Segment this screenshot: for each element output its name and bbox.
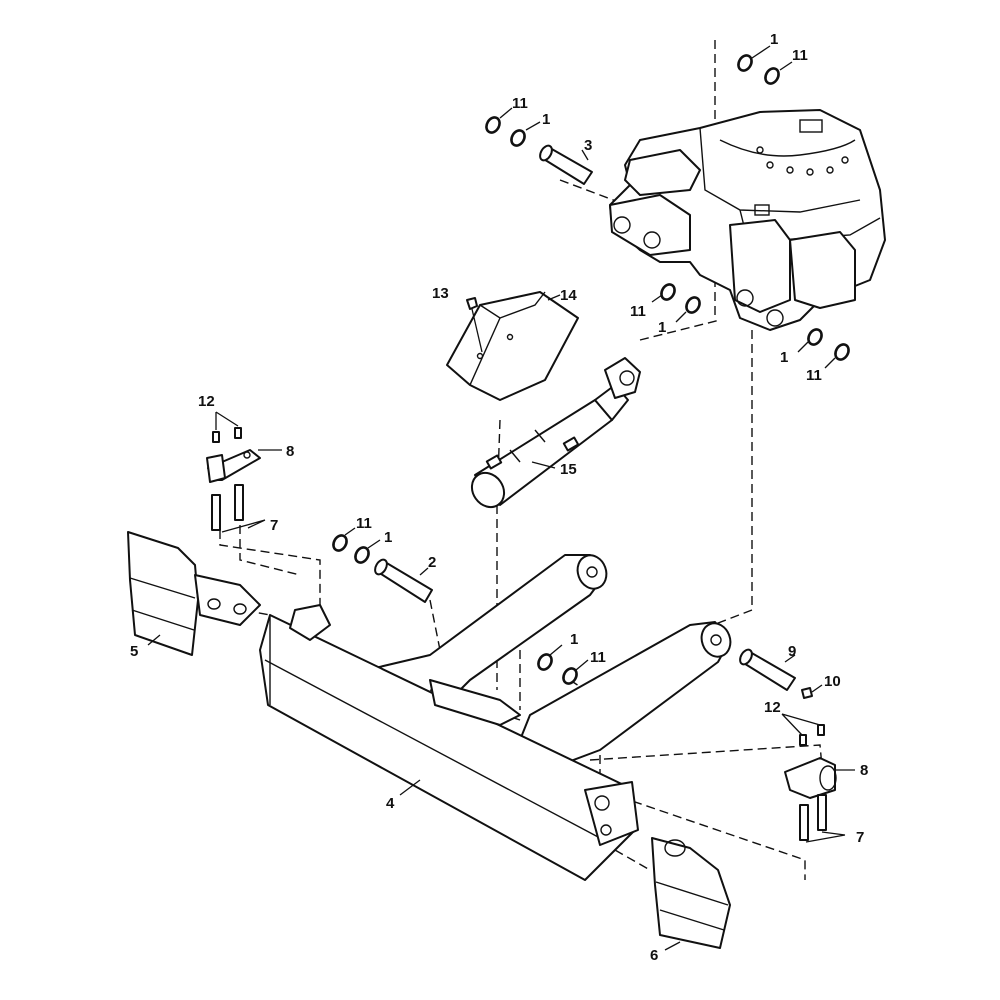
callout-11: 11 — [590, 649, 606, 666]
callout-4: 4 — [386, 795, 395, 812]
leader-lines — [147, 45, 855, 951]
bracket-left — [206, 427, 261, 531]
main-blade — [259, 604, 639, 881]
callout-3: 3 — [584, 137, 592, 154]
cover-plate — [446, 291, 579, 401]
left-wing-blade — [127, 531, 261, 656]
callout-8: 8 — [286, 443, 294, 460]
callout-1: 1 — [570, 631, 578, 648]
right-wing-blade — [651, 837, 731, 949]
callout-7: 7 — [856, 829, 864, 846]
callout-2: 2 — [428, 554, 436, 571]
callout-5: 5 — [130, 643, 138, 660]
callout-12: 12 — [198, 393, 215, 410]
callout-12: 12 — [764, 699, 781, 716]
bracket-right — [784, 724, 837, 841]
bolt-13 — [466, 297, 483, 353]
callouts: 1 11 11 1 3 13 14 11 1 1 11 12 8 15 7 11… — [130, 31, 868, 964]
callout-6: 6 — [650, 947, 658, 964]
callout-11: 11 — [792, 47, 808, 64]
callout-11: 11 — [512, 95, 528, 112]
callout-8: 8 — [860, 762, 868, 779]
upper-mount-frame — [609, 109, 886, 331]
callout-1: 1 — [770, 31, 778, 48]
callout-1: 1 — [780, 349, 788, 366]
pin-9 — [739, 648, 796, 691]
callout-11: 11 — [356, 515, 372, 532]
callout-9: 9 — [788, 643, 796, 660]
rings — [332, 54, 850, 685]
bolt-10 — [801, 687, 813, 699]
pin-3 — [539, 144, 593, 185]
callout-14: 14 — [560, 287, 577, 304]
callout-7: 7 — [270, 517, 278, 534]
callout-1: 1 — [658, 319, 666, 336]
hydraulic-cylinder — [470, 357, 641, 509]
callout-10: 10 — [824, 673, 841, 690]
callout-13: 13 — [432, 285, 449, 302]
callout-11: 11 — [806, 367, 822, 384]
callout-11: 11 — [630, 303, 646, 320]
callout-1: 1 — [384, 529, 392, 546]
pin-2 — [374, 558, 433, 603]
callout-1: 1 — [542, 111, 550, 128]
callout-15: 15 — [560, 461, 577, 478]
